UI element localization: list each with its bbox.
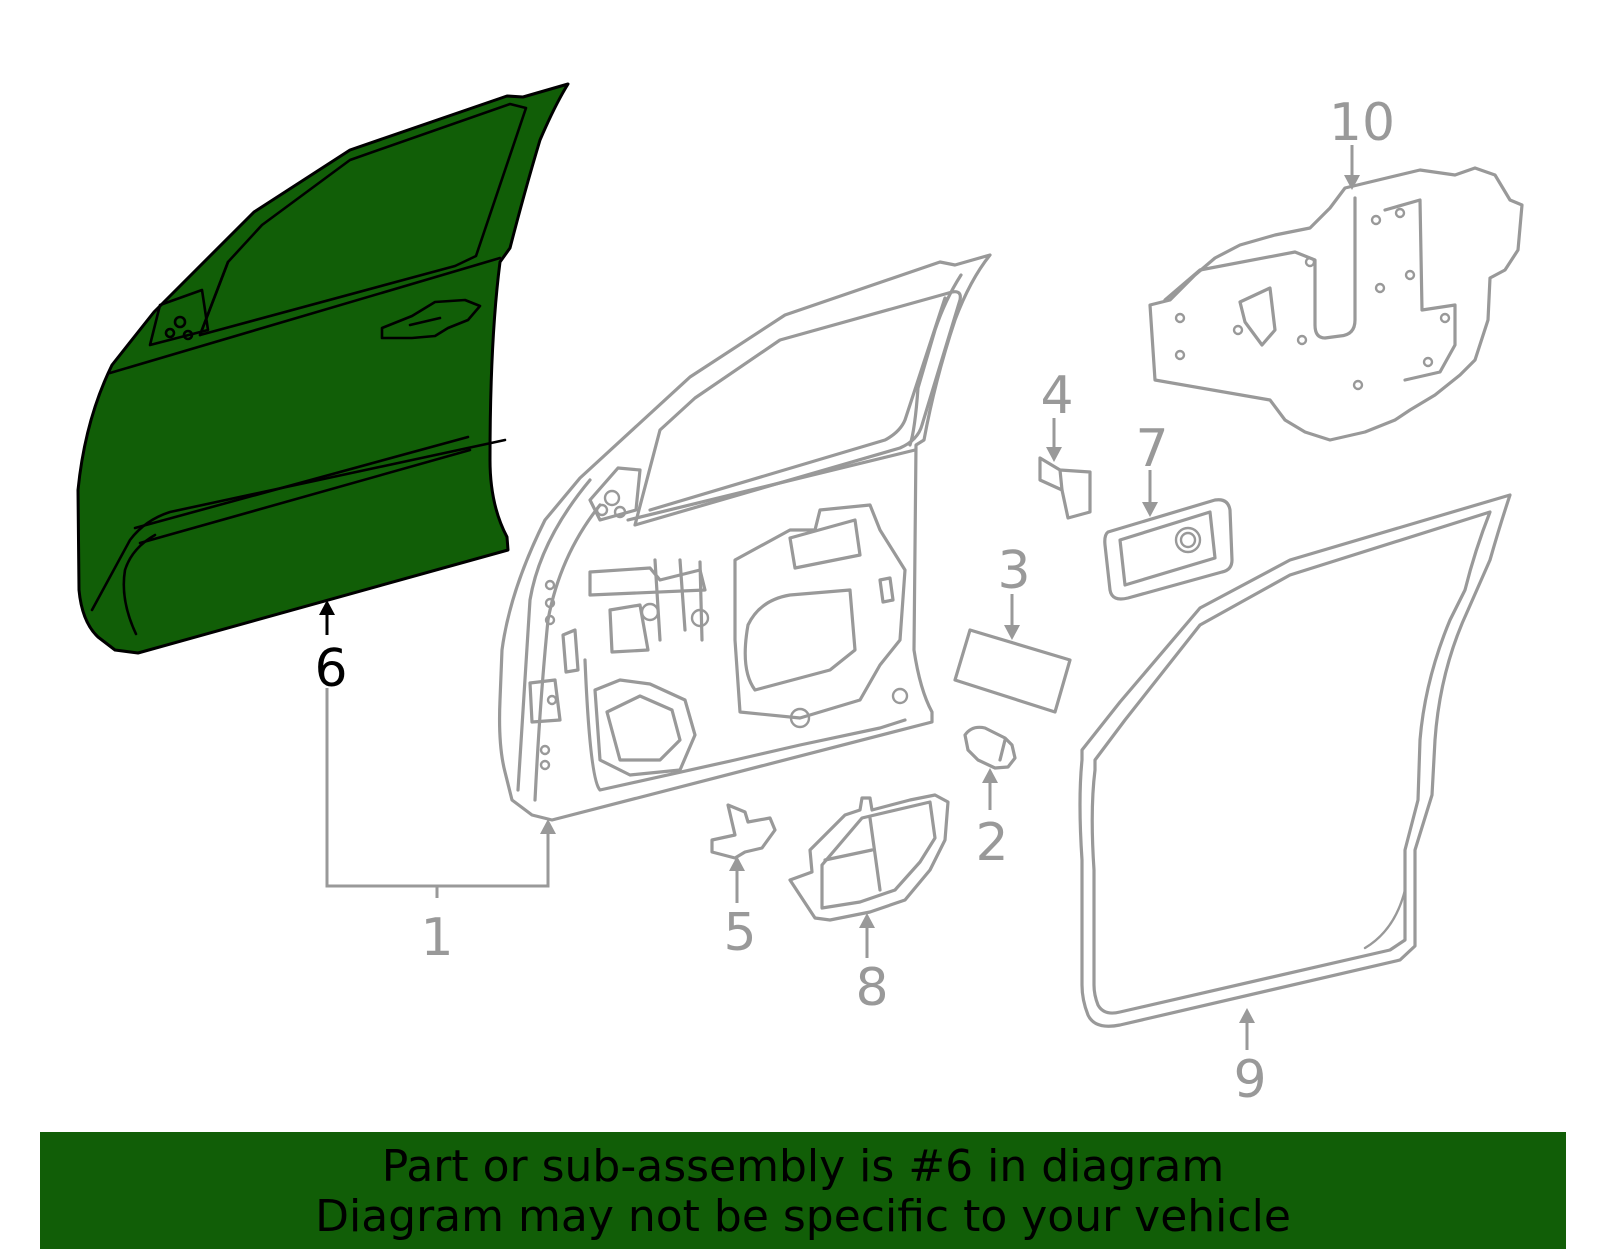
callout-6: 6: [314, 639, 347, 699]
callout-10: 10: [1329, 93, 1395, 153]
info-banner: Part or sub-assembly is #6 in diagram Di…: [40, 1132, 1566, 1249]
callout-9: 9: [1233, 1050, 1266, 1110]
callout-4: 4: [1040, 366, 1073, 426]
callout-3: 3: [997, 541, 1030, 601]
leader-lines: [319, 145, 1360, 1050]
handle-bezel-part-7[interactable]: [1103, 498, 1234, 601]
door-frame-part-1[interactable]: [497, 253, 992, 822]
callout-2: 2: [975, 813, 1008, 873]
weatherstrip-part-9[interactable]: [1078, 493, 1512, 1028]
callout-7: 7: [1135, 419, 1168, 479]
panel-cover-part-10[interactable]: [1148, 166, 1524, 442]
clip-part-4[interactable]: [1038, 456, 1092, 520]
callout-5: 5: [723, 903, 756, 963]
door-shell-part-6[interactable]: [76, 82, 570, 655]
bracket-part-5[interactable]: [710, 803, 777, 860]
plug-part-2[interactable]: [963, 725, 1017, 770]
pad-part-3[interactable]: [953, 628, 1072, 714]
banner-line-part: Part or sub-assembly is #6 in diagram: [381, 1141, 1225, 1192]
callout-labels: 6 1 10 4 7 3 2 5 8 9: [314, 93, 1395, 1110]
banner-line-disclaimer: Diagram may not be specific to your vehi…: [315, 1191, 1291, 1242]
callout-8: 8: [855, 958, 888, 1018]
door-shell-outline: [76, 82, 570, 655]
speaker-housing-part-8[interactable]: [788, 793, 950, 922]
callout-1: 1: [420, 908, 453, 968]
